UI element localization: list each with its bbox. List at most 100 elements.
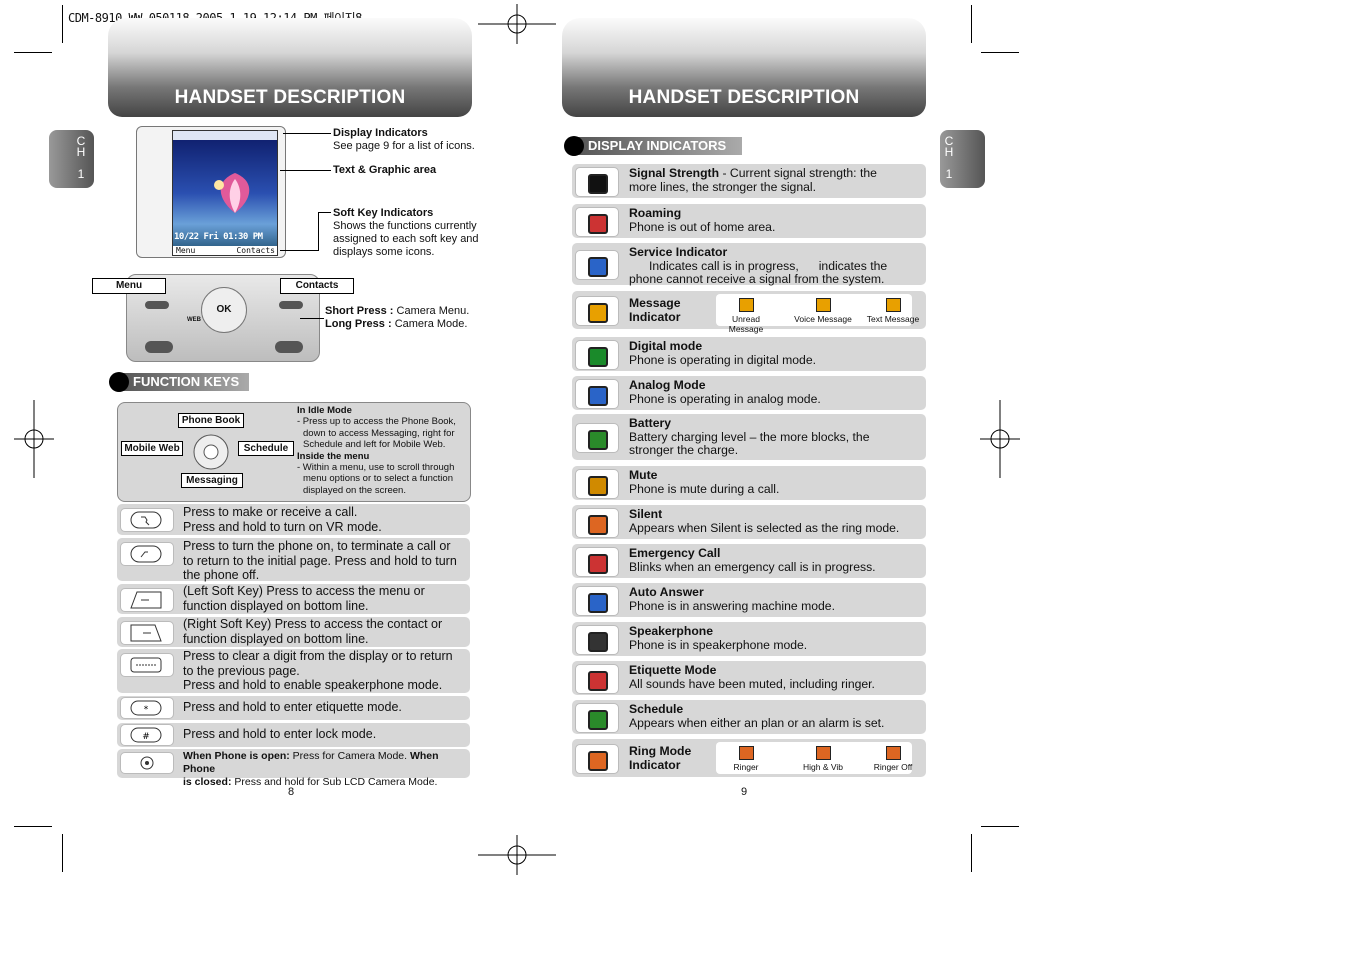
indicator-title: Analog Mode: [629, 378, 706, 392]
variant-label: Ringer Off: [873, 762, 913, 772]
camera-key-icon: [140, 756, 154, 770]
variant-label: Ringer: [733, 762, 759, 772]
indicator-title: Mute: [629, 468, 658, 482]
indicator-title: Ring Mode: [629, 744, 692, 758]
indicator-title: Auto Answer: [629, 585, 704, 599]
indicator-title: Message: [629, 296, 681, 310]
analog-mode-icon: [588, 386, 608, 406]
camera-key-callout: Short Press : Camera Menu. Long Press : …: [325, 305, 470, 330]
soft-key-indicators-callout: Soft Key Indicators Shows the functions …: [333, 207, 479, 258]
registration-mark-icon: [980, 400, 1020, 478]
unread-message-icon: [738, 298, 754, 312]
nav-key[interactable]: OK: [201, 287, 247, 333]
roaming-icon: [588, 214, 608, 234]
messaging-label: Messaging: [181, 473, 243, 488]
function-row: (Left Soft Key) Press to access the menu…: [117, 584, 470, 614]
indicator-variants: Ringer High & Vib Ringer Off: [716, 742, 912, 774]
clr-key-icon: [130, 657, 162, 673]
right-soft-key-icon: [130, 624, 162, 642]
navigation-key-icon: [193, 434, 229, 470]
right-soft-key[interactable]: [279, 301, 303, 309]
phone-book-label: Phone Book: [178, 413, 244, 428]
right-page-header: HANDSET DESCRIPTION: [562, 18, 926, 117]
page-number: 8: [287, 786, 295, 798]
end-key[interactable]: [275, 341, 303, 353]
page-title: HANDSET DESCRIPTION: [174, 87, 406, 108]
svg-text:*: *: [144, 705, 149, 715]
page-title: HANDSET DESCRIPTION: [628, 87, 860, 108]
variant-label: Unread Message: [728, 314, 764, 334]
indicator-row: Signal Strength - Current signal strengt…: [572, 164, 926, 198]
schedule-label: Schedule: [238, 441, 294, 456]
mobile-web-label: Mobile Web: [121, 441, 183, 456]
function-row: # Press and hold to enter lock mode.: [117, 723, 470, 747]
signal-strength-icon: [588, 174, 608, 194]
status-bar: [173, 131, 277, 140]
message-icon: [588, 303, 608, 323]
mute-icon: [588, 476, 608, 496]
phone-illustration: 10/22 Fri 01:30 PM Menu Contacts OK WEB: [126, 126, 326, 362]
camera-key-text: When Phone is open: Press for Camera Mod…: [183, 750, 439, 788]
digital-mode-icon: [588, 347, 608, 367]
contacts-label-box: Contacts: [280, 278, 354, 294]
text-message-icon: [885, 298, 901, 312]
ringer-off-icon: [885, 746, 901, 760]
indicator-title: Schedule: [629, 702, 684, 716]
web-label: WEB: [187, 317, 201, 323]
function-row: Press to turn the phone on, to terminate…: [117, 538, 470, 582]
voice-message-icon: [815, 298, 831, 312]
function-row: * Press and hold to enter etiquette mode…: [117, 696, 470, 720]
keypad-body: OK WEB: [126, 274, 320, 362]
service-indicator-icon: [588, 257, 608, 277]
indicator-title: Etiquette Mode: [629, 663, 717, 677]
indicator-title: Signal Strength: [629, 166, 720, 180]
variant-label: High & Vib: [802, 762, 843, 772]
svg-text:#: #: [142, 732, 150, 742]
idle-mode-text: In Idle Mode - Press up to access the Ph…: [297, 405, 456, 496]
registration-mark-icon: [478, 4, 556, 44]
date-time-label: 10/22 Fri 01:30 PM: [174, 232, 263, 242]
pound-key-icon: #: [130, 727, 162, 743]
function-row: Press to make or receive a call.Press an…: [117, 504, 470, 535]
text-graphic-callout: Text & Graphic area: [333, 164, 437, 176]
lotus-flower-icon: [214, 173, 250, 213]
indicator-title: Emergency Call: [629, 546, 721, 560]
menu-label-box: Menu: [92, 278, 166, 294]
auto-answer-icon: [588, 593, 608, 613]
navigation-key-panel: Phone Book Mobile Web Schedule Messaging…: [117, 402, 471, 502]
speakerphone-icon: [588, 632, 608, 652]
left-soft-key[interactable]: [145, 301, 169, 309]
end-key-icon: [130, 545, 162, 563]
variant-label: Voice Message: [794, 314, 852, 324]
left-soft-key-icon: [130, 591, 162, 609]
etiquette-mode-icon: [588, 671, 608, 691]
high-vib-icon: [815, 746, 831, 760]
send-key-icon: [130, 511, 162, 529]
left-page-header: HANDSET DESCRIPTION: [108, 18, 472, 117]
star-key-icon: *: [130, 700, 162, 716]
send-key[interactable]: [145, 341, 173, 353]
registration-mark-icon: [478, 835, 556, 875]
emergency-call-icon: [588, 554, 608, 574]
battery-icon: [588, 430, 608, 450]
ring-mode-icon: [588, 751, 608, 771]
phone-display: 10/22 Fri 01:30 PM Menu Contacts: [172, 130, 278, 256]
softkey-left-label: Menu: [176, 246, 196, 255]
